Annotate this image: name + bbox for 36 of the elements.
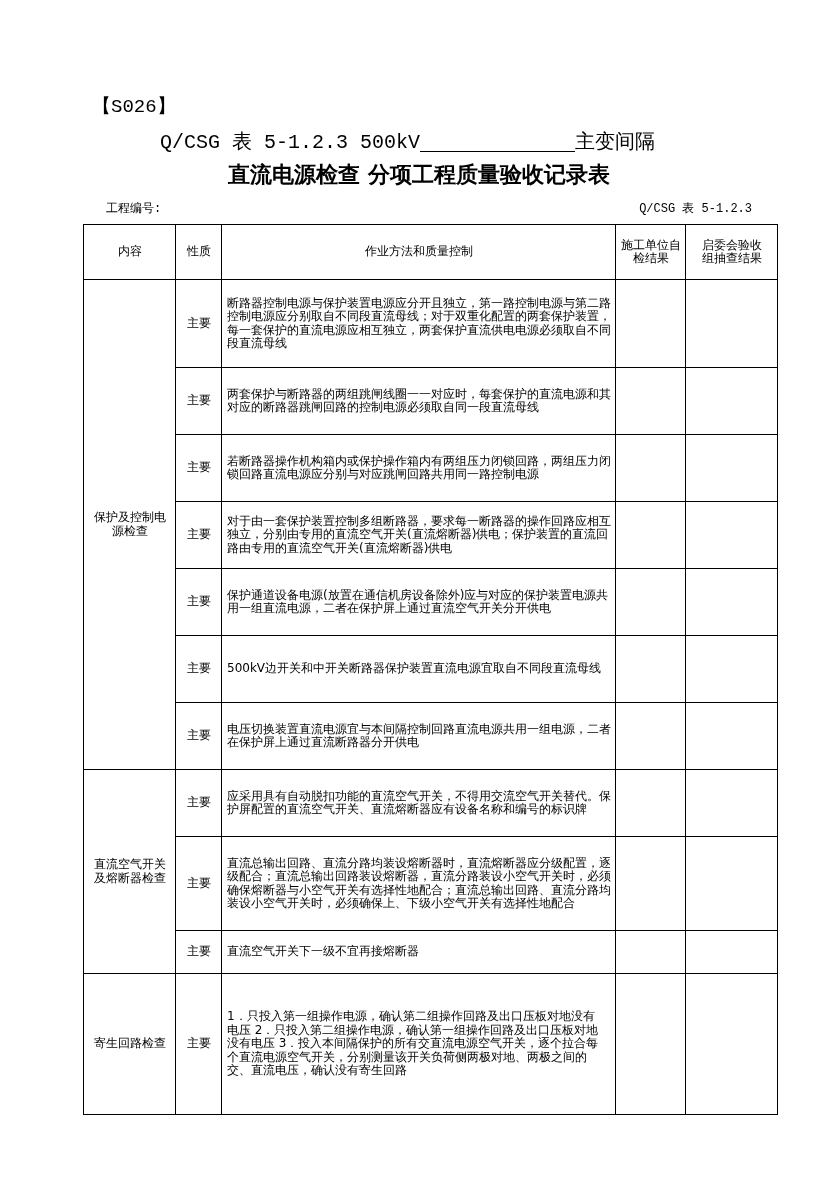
requirement-text: 500kV边开关和中开关断路器保护装置直流电源宜取自不同段直流母线 bbox=[227, 662, 603, 676]
column-header: 启委会验收组抽查结果 bbox=[701, 238, 762, 265]
level-label: 主要 bbox=[186, 394, 211, 408]
column-header: 作业方法和质量控制 bbox=[364, 245, 473, 259]
level-label: 主要 bbox=[186, 945, 211, 959]
form-reference: Q/CSG 表 5-1.2.3 bbox=[639, 201, 752, 217]
level-label: 主要 bbox=[186, 876, 211, 891]
level-label: 主要 bbox=[186, 796, 211, 810]
requirement-text: 1．只投入第一组操作电源，确认第二组操作回路及出口压板对地没有电压 2．只投入第二组操作电源，确认第一组操作回路及出口压板对地没有电压 3．投入本间隔保护的所有交直流电源空气开关，逐个拉合每个直流电源空气开关，分别测量该开关负荷侧两极对地、两极之间的交、直流电压，确认没有寄生回路 bbox=[227, 1010, 599, 1078]
requirement-text: 应采用具有自动脱扣功能的直流空气开关，不得用交流空气开关替代。保护屏配置的直流空气开关、直流熔断器应有设备名称和编号的标识牌 bbox=[227, 789, 611, 817]
requirement-text: 保护通道设备电源(放置在通信机房设备除外)应与对应的保护装置电源共用一组直流电源，二者在保护屏上通过直流空气开关分开供电 bbox=[227, 588, 610, 616]
level-label: 主要 bbox=[186, 1037, 211, 1051]
requirement-text: 直流空气开关下一级不宜再接熔断器 bbox=[227, 945, 420, 959]
form-code: 【S026】 bbox=[92, 95, 176, 119]
column-header: 内容 bbox=[117, 245, 142, 259]
column-header: 施工单位自检结果 bbox=[620, 238, 681, 265]
requirement-text: 电压切换装置直流电源宜与本间隔控制回路直流电源共用一组电源，二者在保护屏上通过直流断路器分开供电 bbox=[227, 722, 611, 750]
requirement-text: 若断路器操作机构箱内或保护操作箱内有两组压力闭锁回路，两组压力闭锁回路直流电源应分别与对应跳闸回路共用同一路控制电源 bbox=[227, 454, 611, 482]
requirement-text: 直流总输出回路、直流分路均装设熔断器时，直流熔断器应分级配置，逐级配合；直流总输出回路装设熔断器，直流分路装设小空气开关时，必须确保熔断器与小空气开关有选择性地配合；直流总输出回路、直流分路均装设小空气开关时，必须确保上、下级小空气开关有选择性地配合 bbox=[227, 856, 611, 911]
category-label: 直流空气开关及熔断器检查 bbox=[93, 858, 166, 885]
level-label: 主要 bbox=[186, 316, 211, 331]
form-number: Q/CSG 表 5-1.2.3 500kV bbox=[160, 130, 421, 155]
level-label: 主要 bbox=[186, 461, 211, 475]
category-label: 保护及控制电源检查 bbox=[93, 511, 166, 538]
level-label: 主要 bbox=[186, 662, 211, 676]
requirement-text: 断路器控制电源与保护装置电源应分开且独立，第一路控制电源与第二路控制电源应分别取自不同段直流母线；对于双重化配置的两套保护装置，每一套保护的直流电源应相互独立，两套保护直流供电电源必须取自不同段直流母线 bbox=[227, 296, 611, 351]
form-subtitle: 主变间隔 bbox=[575, 128, 656, 155]
category-label: 寄生回路检查 bbox=[93, 1037, 166, 1051]
column-header: 性质 bbox=[186, 245, 211, 259]
level-label: 主要 bbox=[186, 729, 211, 743]
level-label: 主要 bbox=[186, 528, 211, 542]
requirement-text: 两套保护与断路器的两组跳闸线圈一一对应时，每套保护的直流电源和其对应的断路器跳闸回路的控制电源必须取自同一段直流母线 bbox=[227, 387, 611, 415]
project-number-label: 工程编号: bbox=[106, 201, 162, 217]
form-title: 直流电源检查 分项工程质量验收记录表 bbox=[227, 161, 611, 189]
level-label: 主要 bbox=[186, 595, 211, 609]
requirement-text: 对于由一套保护装置控制多组断路器，要求每一断路器的操作回路应相互独立，分别由专用的直流空气开关(直流熔断器)供电；保护装置的直流回路由专用的直流空气开关(直流熔断器)供电 bbox=[227, 514, 611, 556]
